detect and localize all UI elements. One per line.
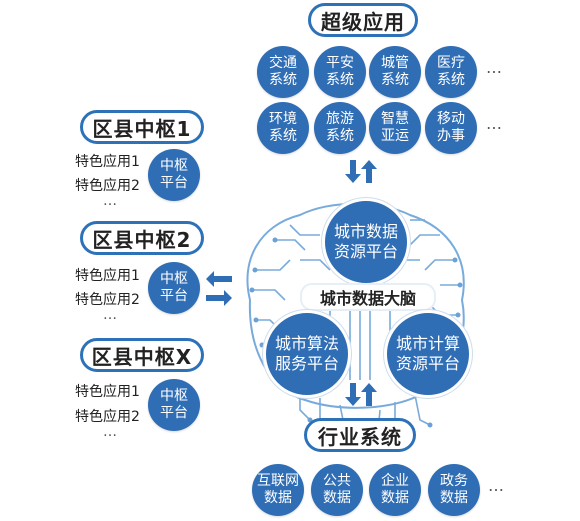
mobile-service-node: 移动 办事 [425, 102, 477, 154]
node-line2: 数据 [264, 490, 292, 506]
node-line1: 平安 [326, 55, 354, 71]
node-line1: 中枢 [160, 271, 188, 287]
node-line1: 城管 [381, 55, 409, 71]
district-1-hub-node: 中枢 平台 [148, 149, 200, 201]
district-2-more: … [103, 307, 117, 323]
district-x-app-2: 特色应用2 [75, 409, 140, 425]
node-line1: 旅游 [326, 111, 354, 127]
data-resource-platform-node: 城市数据 资源平台 [322, 198, 410, 286]
city-brain-label: 城市数据大脑 [300, 283, 436, 311]
node-line1: 环境 [269, 111, 297, 127]
node-line2: 系统 [437, 72, 465, 88]
node-line1: 企业 [381, 473, 409, 489]
node-line2: 系统 [269, 128, 297, 144]
node-line2: 平台 [160, 288, 188, 304]
algorithm-service-platform-node: 城市算法 服务平台 [263, 310, 351, 398]
transport-system-node: 交通 系统 [257, 46, 309, 98]
arrows-top [345, 160, 377, 183]
urban-management-node: 城管 系统 [369, 46, 421, 98]
node-line1: 城市算法 [274, 334, 339, 353]
node-line1: 城市计算 [395, 334, 460, 353]
node-line1: 城市数据 [333, 222, 398, 241]
super-app-title: 超级应用 [308, 3, 418, 37]
district-x-more: … [103, 424, 117, 440]
district-1-app-1: 特色应用1 [75, 154, 140, 170]
node-line2: 资源平台 [333, 242, 398, 261]
node-line1: 公共 [323, 473, 351, 489]
node-line2: 系统 [326, 128, 354, 144]
top-row1-ellipsis: … [486, 58, 503, 77]
medical-system-node: 医疗 系统 [425, 46, 477, 98]
node-line2: 亚运 [381, 128, 409, 144]
district-hub-x-title: 区县中枢X [80, 338, 204, 372]
district-1-more: … [103, 193, 117, 209]
node-line1: 中枢 [160, 388, 188, 404]
district-2-hub-node: 中枢 平台 [148, 262, 200, 314]
public-data-node: 公共 数据 [311, 464, 363, 516]
node-line2: 数据 [440, 490, 468, 506]
bottom-ellipsis: … [488, 476, 505, 495]
node-line1: 移动 [437, 111, 465, 127]
node-line1: 医疗 [437, 55, 465, 71]
enterprise-data-node: 企业 数据 [369, 464, 421, 516]
node-line1: 互联网 [257, 473, 299, 489]
node-line1: 交通 [269, 55, 297, 71]
tourism-system-node: 旅游 系统 [314, 102, 366, 154]
node-line2: 平台 [160, 405, 188, 421]
district-x-hub-node: 中枢 平台 [148, 379, 200, 431]
district-hub-1-title: 区县中枢1 [80, 110, 204, 144]
district-1-app-2: 特色应用2 [75, 178, 140, 194]
government-data-node: 政务 数据 [428, 464, 480, 516]
node-line2: 平台 [160, 175, 188, 191]
arrows-bottom [345, 383, 377, 406]
top-row2-ellipsis: … [486, 114, 503, 133]
node-line1: 中枢 [160, 158, 188, 174]
district-2-app-2: 特色应用2 [75, 292, 140, 308]
node-line2: 服务平台 [274, 354, 339, 373]
smart-asian-games-node: 智慧 亚运 [369, 102, 421, 154]
node-line2: 系统 [381, 72, 409, 88]
safety-system-node: 平安 系统 [314, 46, 366, 98]
node-line2: 系统 [326, 72, 354, 88]
district-x-app-1: 特色应用1 [75, 384, 140, 400]
internet-data-node: 互联网 数据 [252, 464, 304, 516]
node-line2: 办事 [437, 128, 465, 144]
node-line1: 政务 [440, 473, 468, 489]
computing-resource-platform-node: 城市计算 资源平台 [384, 310, 472, 398]
arrows-horizontal [206, 271, 232, 306]
node-line1: 智慧 [381, 111, 409, 127]
node-line2: 数据 [323, 490, 351, 506]
industry-systems-title: 行业系统 [304, 418, 416, 452]
district-hub-2-title: 区县中枢2 [80, 221, 204, 255]
node-line2: 系统 [269, 72, 297, 88]
district-2-app-1: 特色应用1 [75, 268, 140, 284]
node-line2: 资源平台 [395, 354, 460, 373]
node-line2: 数据 [381, 490, 409, 506]
environment-system-node: 环境 系统 [257, 102, 309, 154]
